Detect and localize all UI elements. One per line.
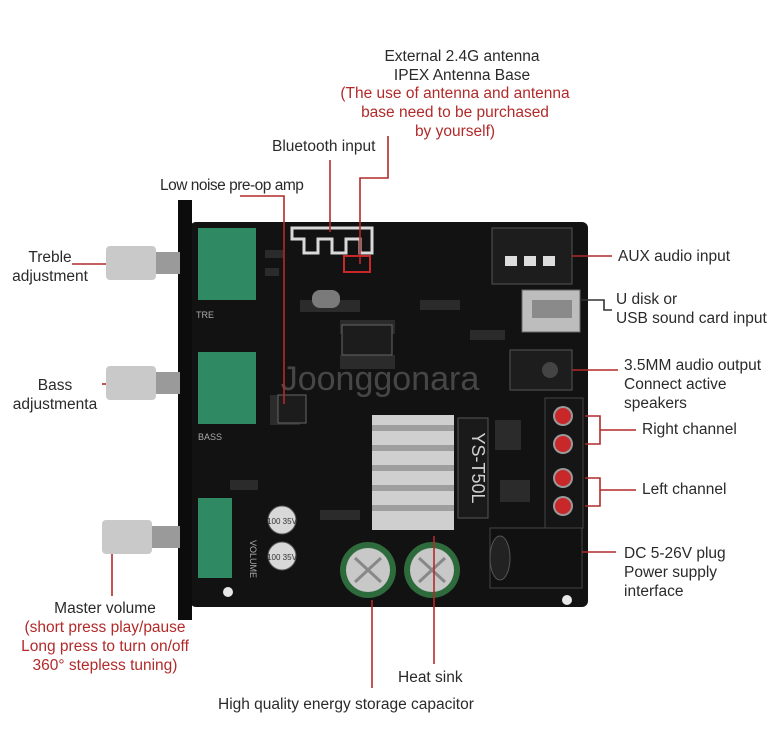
small-cap-2 — [267, 541, 297, 571]
crystal — [312, 290, 340, 308]
volume-note-1: (short press play/pause — [24, 619, 186, 636]
left-channel-label: Left channel — [642, 481, 727, 498]
treble-line-1: Treble — [28, 249, 72, 266]
aux-label: AUX audio input — [618, 248, 731, 265]
watermark: Joonggonara — [281, 360, 480, 398]
bass-line-1: Bass — [37, 377, 73, 394]
capacitor-label: High quality energy storage capacitor — [218, 696, 474, 713]
audio-out-line-3: speakers — [624, 395, 687, 412]
dc-line-3: interface — [624, 583, 684, 600]
chip-silk-text: YS-T50L — [468, 432, 488, 503]
small-cap-1 — [267, 505, 297, 535]
usb-line-1: U disk or — [616, 291, 678, 308]
volume-note: (short press play/pause Long press to tu… — [0, 618, 210, 675]
volume-knob — [102, 520, 180, 554]
small-cap-1-text: 100 35V — [267, 517, 297, 526]
bass-label: Bass adjustmenta — [0, 376, 110, 414]
right-channel-label: Right channel — [642, 421, 737, 438]
volume-note-2: Long press to turn on/off — [21, 638, 189, 655]
treble-label: Treble adjustment — [0, 248, 100, 286]
capacitor-2 — [404, 542, 460, 598]
tre-silk-text: TRE — [196, 310, 214, 320]
antenna-title-2: IPEX Antenna Base — [393, 67, 531, 84]
audio-out-jack — [509, 349, 573, 391]
volume-line-1: Master volume — [54, 600, 156, 617]
antenna-title-1: External 2.4G antenna — [384, 48, 540, 65]
ipex-base — [343, 255, 371, 273]
capacitor-1 — [340, 542, 396, 598]
antenna-note-3: by yourself) — [414, 123, 496, 140]
heat-sink — [372, 415, 454, 530]
dc-label: DC 5-26V plug Power supply interface — [624, 544, 726, 601]
heatsink-label: Heat sink — [398, 669, 463, 686]
antenna-note-1: (The use of antenna and antenna — [340, 85, 570, 102]
antenna-note: (The use of antenna and antenna base nee… — [320, 84, 590, 141]
treble-knob — [106, 246, 180, 280]
antenna-label: External 2.4G antenna IPEX Antenna Base — [362, 47, 562, 85]
preamp-label: Low noise pre-op amp — [160, 177, 304, 194]
volume-pot — [198, 498, 232, 578]
treble-pot — [198, 228, 256, 300]
bass-line-2: adjustmenta — [12, 396, 98, 413]
audio-out-line-2: Connect active — [624, 376, 727, 393]
small-cap-2-text: 100 35V — [267, 553, 297, 562]
front-panel — [178, 200, 192, 620]
antenna-note-2: base need to be purchased — [361, 104, 549, 121]
screw-terminals — [544, 397, 584, 529]
bass-pot — [198, 352, 256, 424]
bluetooth-antenna-trace — [290, 226, 374, 255]
bluetooth-label: Bluetooth input — [272, 138, 376, 155]
bt-chip — [341, 324, 393, 356]
usb-label: U disk or USB sound card input — [616, 290, 767, 328]
bass-silk-text: BASS — [198, 432, 222, 442]
volume-note-3: 360° stepless tuning) — [32, 657, 178, 674]
preamp-chip — [277, 394, 307, 424]
treble-line-2: adjustment — [12, 268, 88, 285]
volume-silk-text: VOLUME — [248, 540, 258, 578]
amp-chip — [457, 417, 489, 519]
volume-label: Master volume — [0, 599, 210, 618]
audio-out-line-1: 3.5MM audio output — [624, 357, 762, 374]
callout-lines — [72, 136, 636, 688]
audio-out-label: 3.5MM audio output Connect active speake… — [624, 356, 761, 413]
usb-line-2: USB sound card input — [616, 310, 767, 327]
bass-knob — [106, 366, 180, 400]
dc-line-2: Power supply — [624, 564, 718, 581]
dc-line-1: DC 5-26V plug — [624, 545, 726, 562]
